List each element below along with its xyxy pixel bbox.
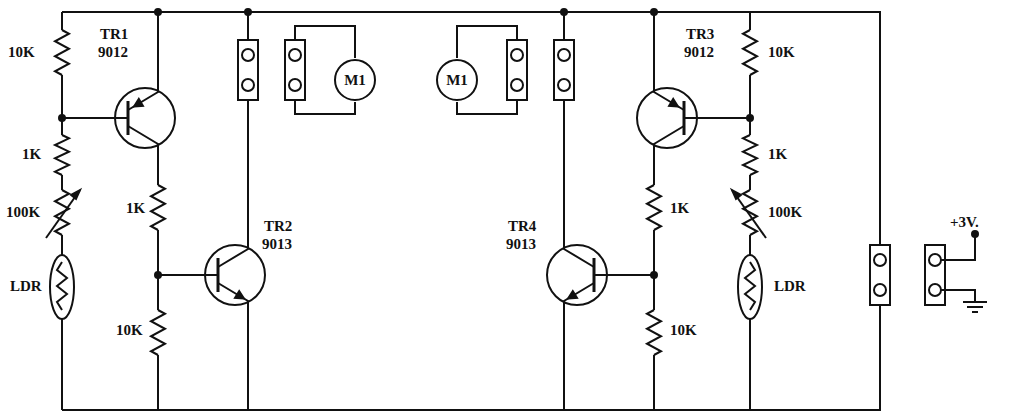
motor-circle: M1 xyxy=(436,59,478,101)
pot-arrow xyxy=(71,190,80,199)
emitter-arrow xyxy=(134,99,143,107)
pot-value: 100K xyxy=(6,204,40,221)
part-number: 9012 xyxy=(684,44,714,61)
wire xyxy=(157,355,159,410)
resistor-value: 10K xyxy=(116,322,143,339)
pot-value: 100K xyxy=(768,204,802,221)
wire xyxy=(218,100,248,267)
supply-label: +3V. xyxy=(950,214,979,231)
ldr-body xyxy=(50,255,74,319)
wire xyxy=(61,235,63,255)
resistor-value: 1K xyxy=(126,200,145,217)
resistor-symbol xyxy=(151,310,165,355)
wire xyxy=(158,274,218,276)
resistor-value: 1K xyxy=(22,146,41,163)
pin xyxy=(289,49,301,61)
resistor-value: 10K xyxy=(768,44,795,61)
pin xyxy=(289,79,301,91)
transistor-base xyxy=(217,258,220,292)
motor-label: M1 xyxy=(344,72,366,89)
motor-label: M1 xyxy=(446,72,468,89)
motor-lead xyxy=(295,26,355,58)
power-rails xyxy=(62,12,987,410)
wire xyxy=(157,230,159,310)
channel-half xyxy=(46,9,355,410)
wire xyxy=(247,12,249,40)
sensor-name: LDR xyxy=(10,278,42,295)
resistor-value: 10K xyxy=(8,44,35,61)
resistor-value: 1K xyxy=(670,200,689,217)
resistor-symbol xyxy=(55,190,69,235)
transistor-base xyxy=(127,101,130,135)
pin xyxy=(242,79,254,91)
wire xyxy=(128,126,158,185)
wire xyxy=(128,12,158,110)
motor-circle: M1 xyxy=(334,59,376,101)
part-number: 9013 xyxy=(262,236,292,253)
wire xyxy=(218,283,248,410)
junction-dot xyxy=(155,9,161,15)
channel-half-mirror xyxy=(457,9,766,410)
part-number: 9012 xyxy=(98,44,128,61)
resistor-symbol xyxy=(55,135,69,175)
pot-wiper xyxy=(46,190,80,238)
pin xyxy=(242,49,254,61)
pin-header xyxy=(238,40,258,100)
junction-dot xyxy=(245,9,251,15)
resistor-symbol xyxy=(151,185,165,230)
ldr-symbol xyxy=(57,262,67,310)
emitter-arrow xyxy=(235,291,244,299)
wire xyxy=(62,117,128,119)
part-number: 9013 xyxy=(506,236,536,253)
pin-header xyxy=(285,40,305,100)
transistor-name: TR2 xyxy=(264,218,292,235)
transistor-name: TR4 xyxy=(508,218,536,235)
resistor-symbol xyxy=(55,30,69,75)
motor-lead xyxy=(295,100,355,114)
sensor-name: LDR xyxy=(774,278,806,295)
wire xyxy=(61,319,63,410)
resistor-value: 1K xyxy=(768,146,787,163)
transistor-name: TR1 xyxy=(100,26,128,43)
wire xyxy=(61,75,63,135)
transistor-name: TR3 xyxy=(686,26,714,43)
wire xyxy=(61,12,63,30)
resistor-value: 10K xyxy=(670,322,697,339)
wire xyxy=(61,175,63,190)
